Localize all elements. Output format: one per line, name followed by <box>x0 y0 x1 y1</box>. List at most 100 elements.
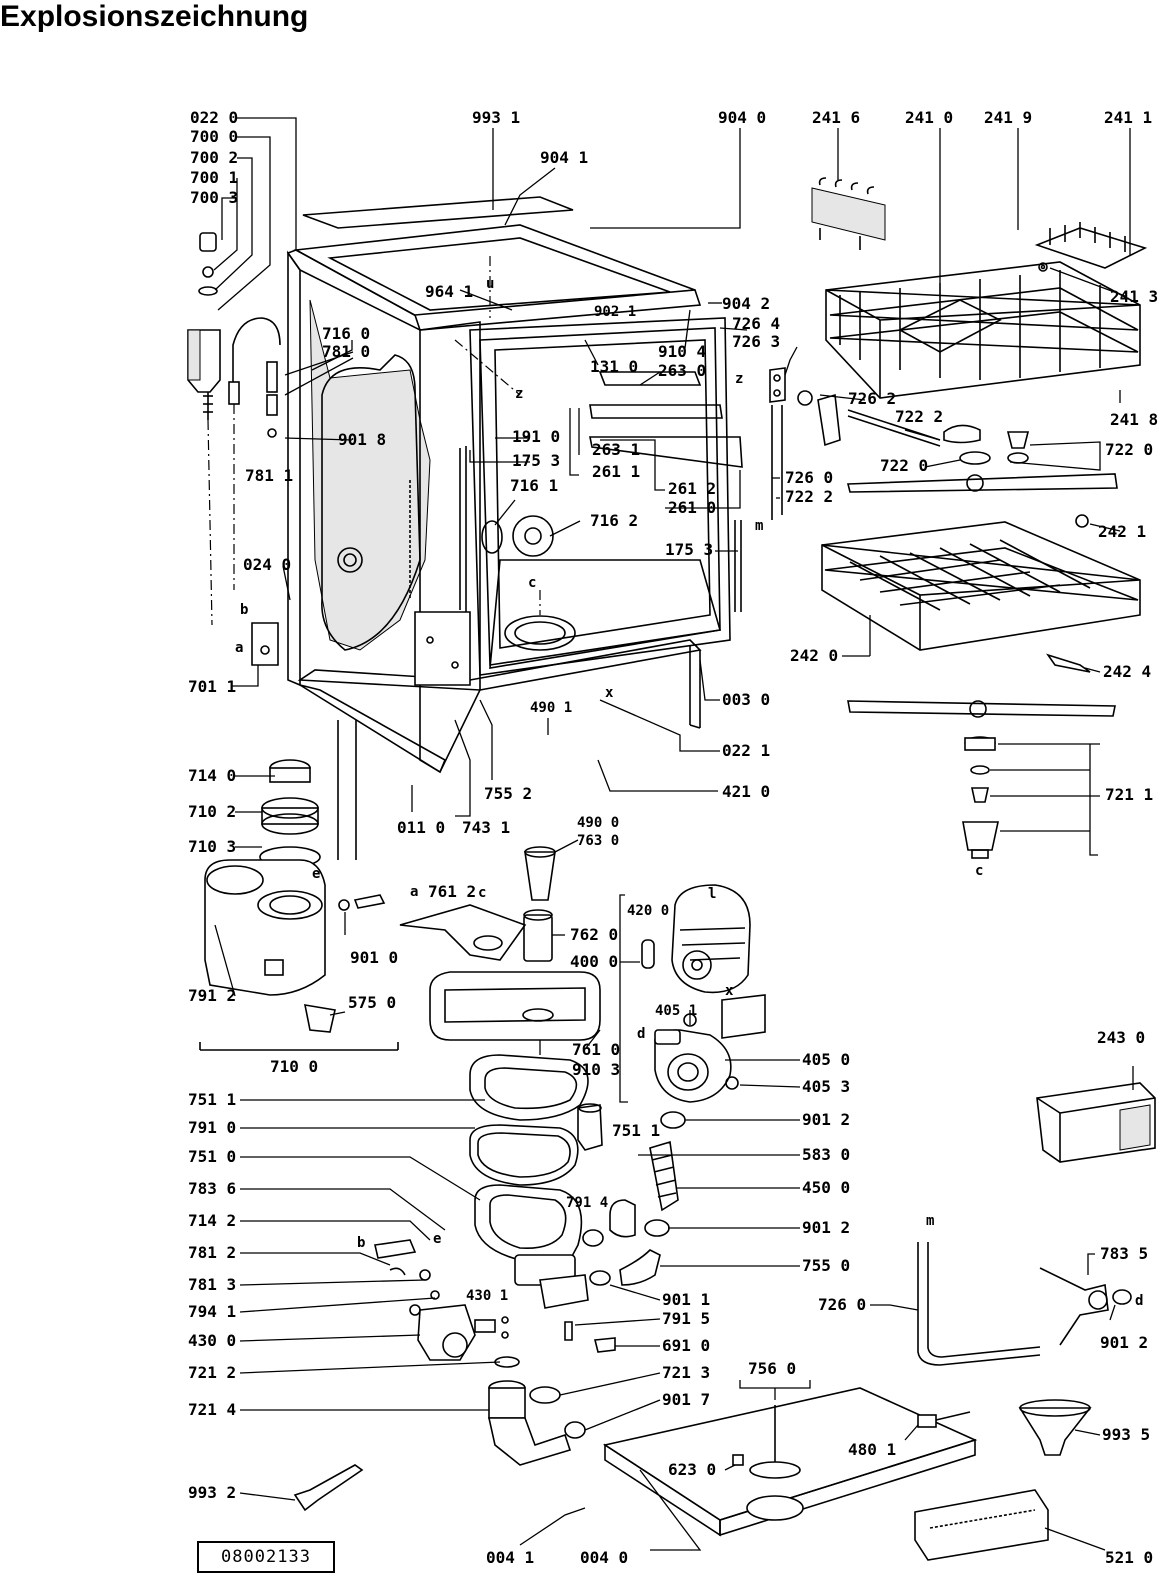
label-721-2: 721 2 <box>188 1363 236 1382</box>
label-700-3: 700 3 <box>190 188 238 207</box>
marker-x-floor: x <box>605 685 614 701</box>
label-791-4: 791 4 <box>566 1195 608 1211</box>
label-901-1: 901 1 <box>662 1290 710 1309</box>
label-575-0: 575 0 <box>348 993 396 1012</box>
label-714-2: 714 2 <box>188 1211 236 1230</box>
label-781-2: 781 2 <box>188 1243 236 1262</box>
label-700-2: 700 2 <box>190 148 238 167</box>
label-700-1: 700 1 <box>190 168 238 187</box>
label-761-0: 761 0 <box>572 1040 620 1059</box>
marker-c-plate: c <box>478 885 486 901</box>
label-175-3-top: 175 3 <box>512 451 560 470</box>
label-242-4: 242 4 <box>1103 662 1151 681</box>
label-993-5: 993 5 <box>1102 1425 1150 1444</box>
label-726-0-hose: 726 0 <box>818 1295 866 1314</box>
label-261-2: 261 2 <box>668 479 716 498</box>
label-901-0: 901 0 <box>350 948 398 967</box>
label-964-1: 964 1 <box>425 282 473 301</box>
label-783-6: 783 6 <box>188 1179 236 1198</box>
label-004-1: 004 1 <box>486 1548 534 1567</box>
label-261-1: 261 1 <box>592 462 640 481</box>
label-191-0: 191 0 <box>512 427 560 446</box>
leader-lines <box>213 117 1134 1551</box>
label-003-0: 003 0 <box>722 690 770 709</box>
marker-x-motor: x <box>725 983 734 999</box>
label-421-0: 421 0 <box>722 782 770 801</box>
page-title: Explosionszeichnung <box>0 0 309 33</box>
label-243-0: 243 0 <box>1097 1028 1145 1047</box>
label-430-1: 430 1 <box>466 1288 508 1304</box>
label-716-0: 716 0 <box>322 324 370 343</box>
label-791-5: 791 5 <box>662 1309 710 1328</box>
label-242-0: 242 0 <box>790 646 838 665</box>
marker-c-arm: c <box>975 863 983 879</box>
label-791-0: 791 0 <box>188 1118 236 1137</box>
label-011-0: 011 0 <box>397 818 445 837</box>
label-722-2-top: 722 2 <box>895 407 943 426</box>
detergent-dispenser <box>1036 1082 1156 1163</box>
label-722-0-mid: 722 0 <box>880 456 928 475</box>
label-241-3: 241 3 <box>1110 287 1158 306</box>
marker-d-hose: d <box>1135 1293 1143 1309</box>
label-726-2: 726 2 <box>848 389 896 408</box>
marker-z-left: z <box>515 386 523 402</box>
label-763-0: 763 0 <box>577 833 619 849</box>
label-901-8: 901 8 <box>338 430 386 449</box>
inlet-valve-group <box>187 232 281 666</box>
label-241-1: 241 1 <box>1104 108 1152 127</box>
label-241-9: 241 9 <box>984 108 1032 127</box>
label-993-1: 993 1 <box>472 108 520 127</box>
label-261-0: 261 0 <box>668 498 716 517</box>
label-791-2: 791 2 <box>188 986 236 1005</box>
label-263-0: 263 0 <box>658 361 706 380</box>
upper-basket <box>769 177 1148 520</box>
label-710-2: 710 2 <box>188 802 236 821</box>
label-022-0: 022 0 <box>190 108 238 127</box>
label-583-0: 583 0 <box>802 1145 850 1164</box>
label-761-2: 761 2 <box>428 882 476 901</box>
label-420-0: 420 0 <box>627 903 669 919</box>
marker-l: l <box>708 886 716 902</box>
label-751-1-small: 751 1 <box>612 1121 660 1140</box>
label-716-2: 716 2 <box>590 511 638 530</box>
label-700-0: 700 0 <box>190 127 238 146</box>
label-904-2: 904 2 <box>722 294 770 313</box>
label-710-3: 710 3 <box>188 837 236 856</box>
label-743-1: 743 1 <box>462 818 510 837</box>
label-762-0: 762 0 <box>570 925 618 944</box>
label-726-3: 726 3 <box>732 332 780 351</box>
marker-m-hinge: m <box>755 518 763 534</box>
label-783-5: 783 5 <box>1100 1244 1148 1263</box>
marker-a-top: a <box>235 640 243 656</box>
cabinet-body <box>286 196 743 860</box>
label-751-1: 751 1 <box>188 1090 236 1109</box>
marker-a-bottom: a <box>410 884 418 900</box>
label-910-3: 910 3 <box>572 1060 620 1079</box>
label-004-0: 004 0 <box>580 1548 628 1567</box>
label-241-6: 241 6 <box>812 108 860 127</box>
label-781-3: 781 3 <box>188 1275 236 1294</box>
reference-number-box: 08002133 <box>197 1541 335 1573</box>
label-756-0: 756 0 <box>748 1359 796 1378</box>
label-024-0: 024 0 <box>243 555 291 574</box>
sump-assembly <box>293 846 1132 1561</box>
label-901-2-b: 901 2 <box>802 1218 850 1237</box>
label-430-0: 430 0 <box>188 1331 236 1350</box>
part-labels: 022 0 700 0 700 2 700 1 700 3 993 1 904 … <box>188 108 1158 1567</box>
label-710-0: 710 0 <box>270 1057 318 1076</box>
marker-z-right: z <box>735 371 743 387</box>
label-701-1: 701 1 <box>188 677 236 696</box>
label-716-1: 716 1 <box>510 476 558 495</box>
label-726-4: 726 4 <box>732 314 780 333</box>
label-405-1: 405 1 <box>655 1003 697 1019</box>
label-175-3-right: 175 3 <box>665 540 713 559</box>
label-400-0: 400 0 <box>570 952 618 971</box>
marker-m-hose: m <box>926 1213 934 1229</box>
label-910-4: 910 4 <box>658 342 706 361</box>
label-242-1: 242 1 <box>1098 522 1146 541</box>
label-904-0: 904 0 <box>718 108 766 127</box>
label-755-2: 755 2 <box>484 784 532 803</box>
label-722-2-hinge: 722 2 <box>785 487 833 506</box>
label-726-0-hinge: 726 0 <box>785 468 833 487</box>
label-241-8: 241 8 <box>1110 410 1158 429</box>
